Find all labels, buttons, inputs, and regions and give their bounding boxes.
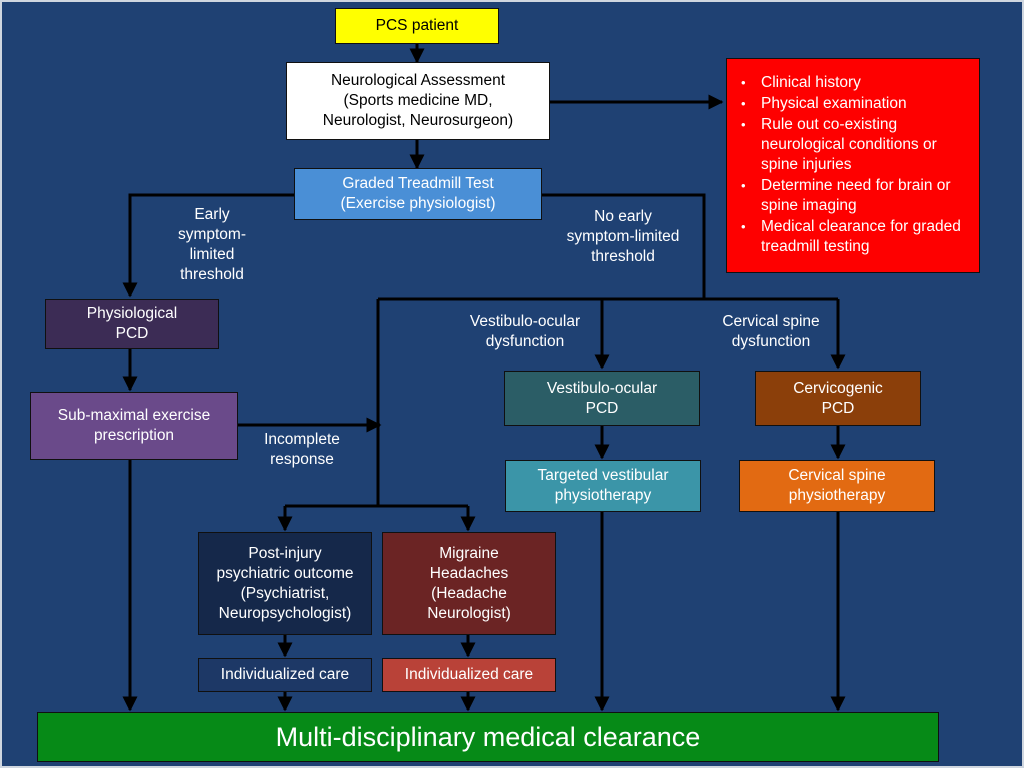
node-cervicogenic-pcd: Cervicogenic PCD (755, 371, 921, 426)
node-individualized-care-right: Individualized care (382, 658, 556, 692)
node-graded-treadmill-test: Graded Treadmill Test (Exercise physiolo… (294, 168, 542, 220)
checklist-item: Medical clearance for graded treadmill t… (739, 217, 969, 257)
node-cervical-spine-physiotherapy: Cervical spine physiotherapy (739, 460, 935, 512)
node-pcs-patient: PCS patient (335, 8, 499, 44)
checklist-item: Determine need for brain or spine imagin… (739, 176, 969, 216)
node-submaximal-exercise: Sub-maximal exercise prescription (30, 392, 238, 460)
label-no-early-threshold: No early symptom-limited threshold (566, 208, 680, 265)
node-vestibulo-ocular-pcd: Vestibulo-ocular PCD (504, 371, 700, 426)
node-post-injury-psychiatric-outcome: Post-injury psychiatric outcome (Psychia… (198, 532, 372, 635)
node-targeted-vestibular-physiotherapy: Targeted vestibular physiotherapy (505, 460, 701, 512)
node-neurological-assessment: Neurological Assessment (Sports medicine… (286, 62, 550, 140)
assessment-checklist: Clinical history Physical examination Ru… (726, 58, 980, 273)
arrow-early-branch (122, 193, 294, 298)
node-migraine-headaches: Migraine Headaches (Headache Neurologist… (382, 532, 556, 635)
label-cervical-dysfunction: Cervical spine dysfunction (722, 313, 820, 350)
checklist-item: Clinical history (739, 73, 969, 93)
label-incomplete-response: Incomplete response (264, 431, 340, 468)
node-physiological-pcd: Physiological PCD (45, 299, 219, 349)
checklist-item: Rule out co-existing neurological condit… (739, 115, 969, 175)
label-early-threshold: Early symptom- limited threshold (177, 206, 247, 283)
label-vestibulo-dysfunction: Vestibulo-ocular dysfunction (469, 313, 581, 350)
checklist-item: Physical examination (739, 94, 969, 114)
node-multidisciplinary-medical-clearance: Multi-disciplinary medical clearance (37, 712, 939, 762)
node-individualized-care-left: Individualized care (198, 658, 372, 692)
line-no-early-branch (542, 193, 706, 299)
